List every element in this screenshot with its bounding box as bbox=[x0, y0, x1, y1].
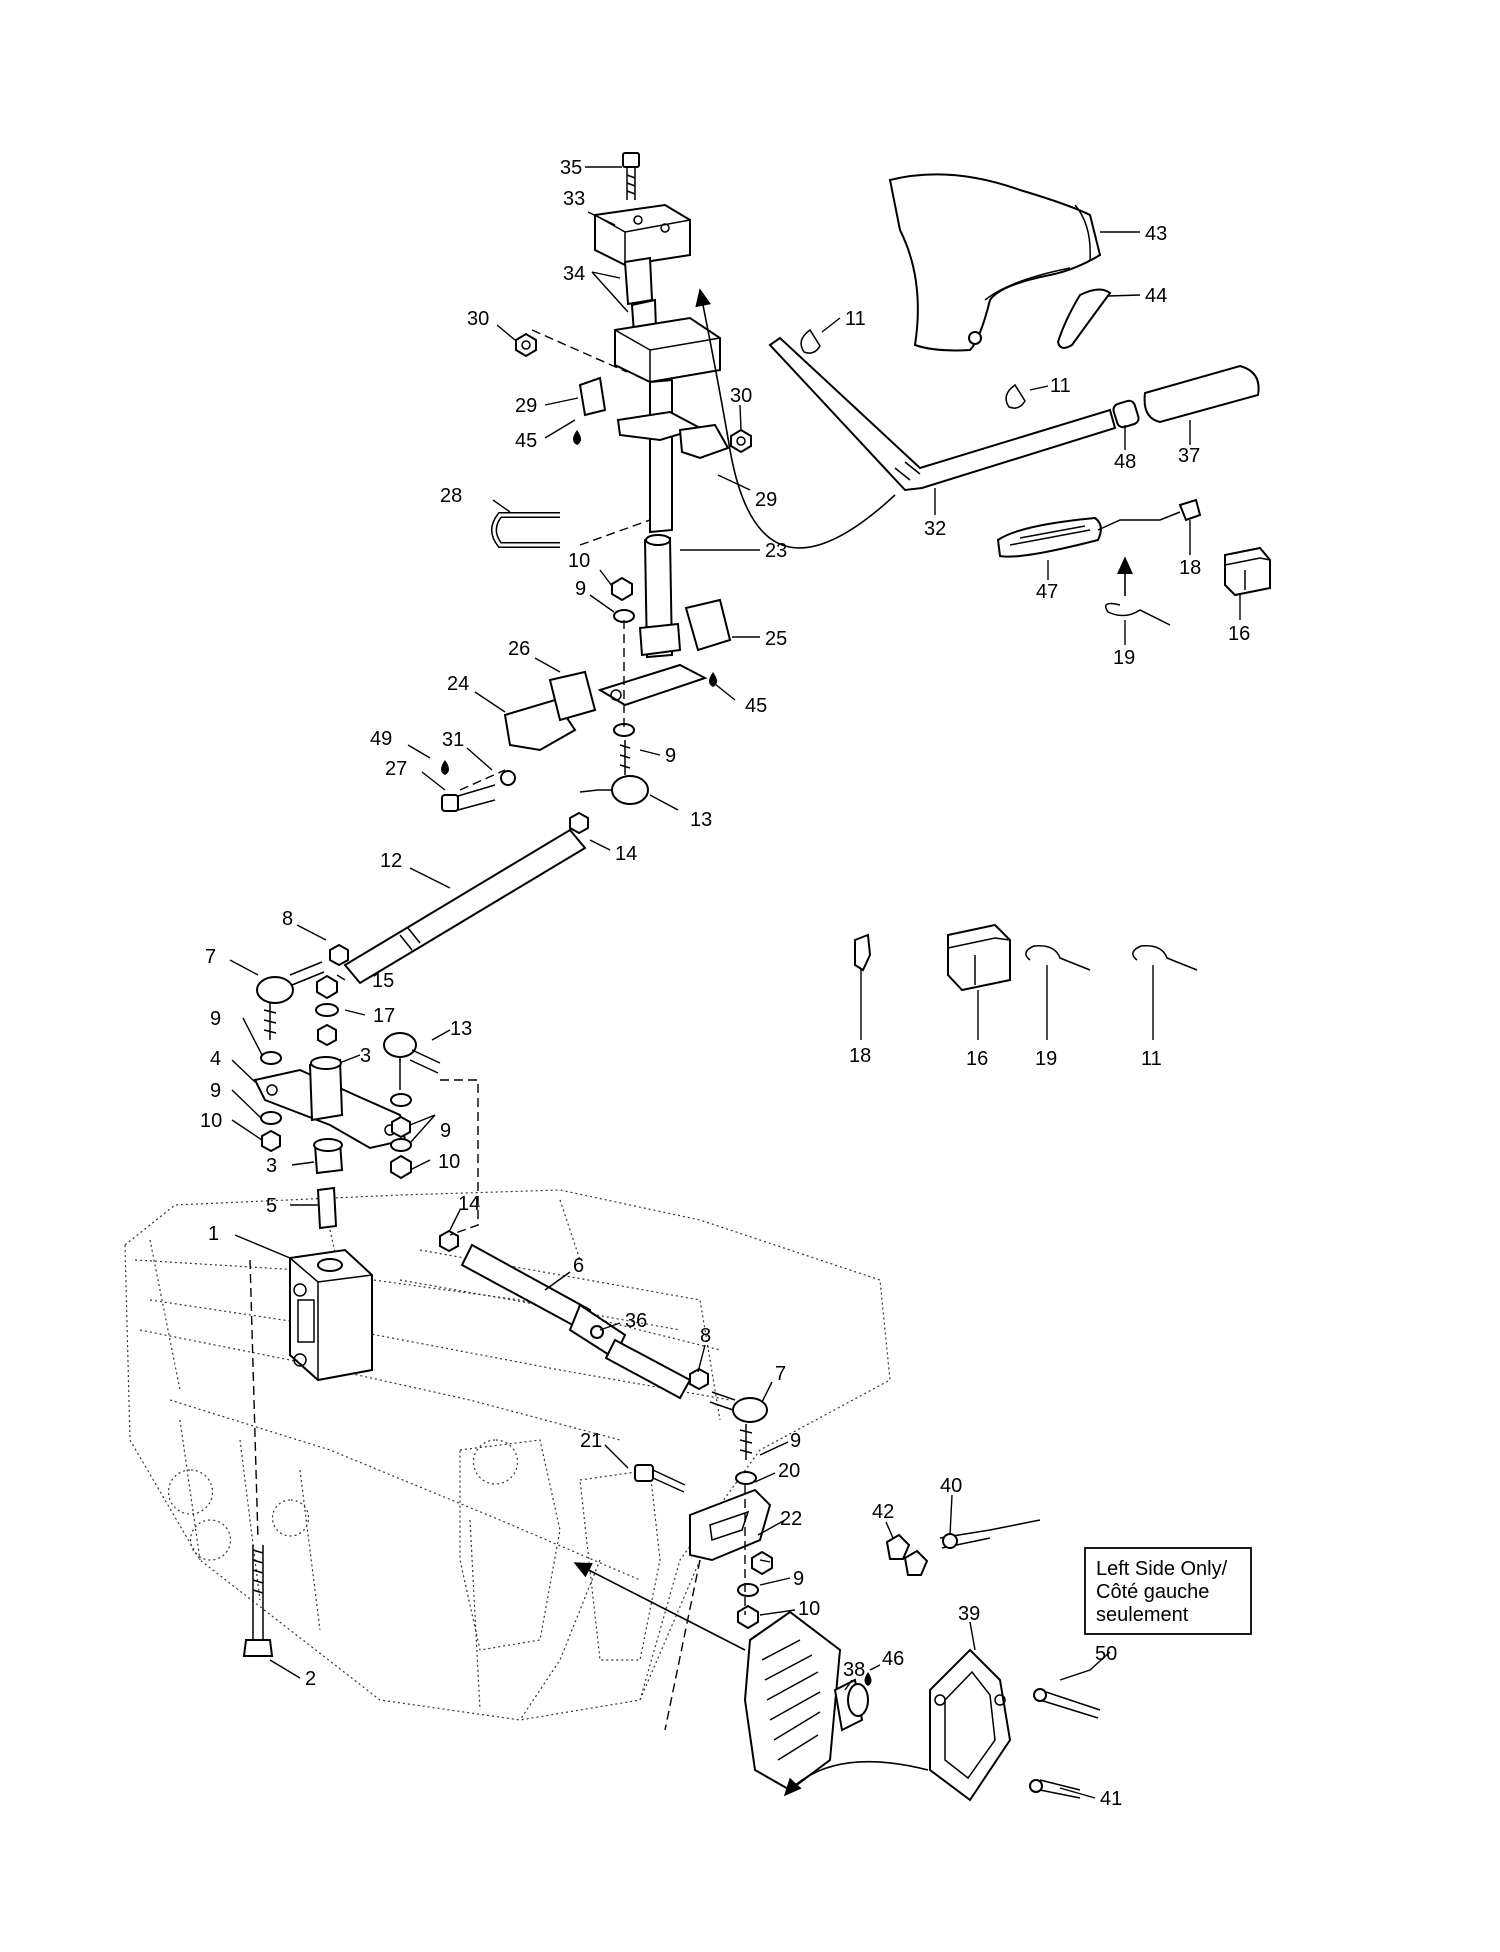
callout-38: 38 bbox=[843, 1659, 865, 1681]
callout-28: 28 bbox=[440, 485, 462, 507]
callout-13: 13 bbox=[450, 1018, 472, 1040]
callout-43: 43 bbox=[1145, 223, 1167, 245]
assembly-lines bbox=[249, 329, 929, 1797]
callout-11: 11 bbox=[1050, 375, 1071, 397]
callout-48: 48 bbox=[1114, 451, 1136, 473]
callout-22: 22 bbox=[780, 1508, 802, 1530]
callout-14: 14 bbox=[615, 843, 637, 865]
callout-36: 36 bbox=[625, 1310, 647, 1332]
tie-rod-upper bbox=[256, 811, 589, 1040]
callout-10: 10 bbox=[568, 550, 590, 572]
callout-50: 50 bbox=[1095, 1643, 1117, 1665]
callout-21: 21 bbox=[580, 1430, 602, 1452]
callout-27: 27 bbox=[385, 758, 407, 780]
callout-5: 5 bbox=[266, 1195, 277, 1217]
callout-23: 23 bbox=[765, 540, 787, 562]
lubricant-symbols bbox=[441, 430, 717, 775]
callout-30: 30 bbox=[730, 385, 752, 407]
callout-45: 45 bbox=[745, 695, 767, 717]
callout-3: 3 bbox=[266, 1155, 277, 1177]
steering-column-assembly bbox=[441, 152, 752, 812]
note-line-2: Côté gauche bbox=[1096, 1581, 1209, 1603]
callout-24: 24 bbox=[447, 673, 469, 695]
callout-12: 12 bbox=[380, 850, 402, 872]
callout-25: 25 bbox=[765, 628, 787, 650]
note-line-3: seulement bbox=[1096, 1604, 1189, 1626]
callout-47: 47 bbox=[1036, 581, 1058, 603]
callout-29: 29 bbox=[515, 395, 537, 417]
note-line-1: Left Side Only/ bbox=[1096, 1558, 1228, 1580]
callout-9: 9 bbox=[790, 1430, 801, 1452]
callout-3: 3 bbox=[360, 1045, 371, 1067]
callout-19: 19 bbox=[1113, 647, 1135, 669]
component-legend bbox=[854, 923, 1198, 992]
callout-29: 29 bbox=[755, 489, 777, 511]
callout-49: 49 bbox=[370, 728, 392, 750]
callout-32: 32 bbox=[924, 518, 946, 540]
callout-15: 15 bbox=[372, 970, 394, 992]
callout-1: 1 bbox=[208, 1223, 219, 1245]
left-side-only-note-box bbox=[1084, 1547, 1252, 1635]
drop-icon bbox=[573, 430, 581, 445]
tie-rod-lower bbox=[439, 1229, 773, 1630]
callout-2: 2 bbox=[305, 1668, 316, 1690]
pitman-arm-assembly bbox=[253, 974, 441, 1230]
callout-41: 41 bbox=[1100, 1788, 1122, 1810]
callout-34: 34 bbox=[563, 263, 585, 285]
callout-10: 10 bbox=[438, 1151, 460, 1173]
callout-9: 9 bbox=[575, 578, 586, 600]
callout-18: 18 bbox=[849, 1045, 871, 1067]
callout-8: 8 bbox=[282, 908, 293, 930]
callout-31: 31 bbox=[442, 729, 464, 751]
callout-17: 17 bbox=[373, 1005, 395, 1027]
callout-37: 37 bbox=[1178, 445, 1200, 467]
bolt-long bbox=[242, 1545, 274, 1657]
callout-18: 18 bbox=[1179, 557, 1201, 579]
callout-9: 9 bbox=[210, 1008, 221, 1030]
callout-6: 6 bbox=[573, 1255, 584, 1277]
callout-9: 9 bbox=[793, 1568, 804, 1590]
steering-support bbox=[289, 1248, 373, 1382]
drop-icon bbox=[441, 760, 449, 775]
callout-26: 26 bbox=[508, 638, 530, 660]
callout-16: 16 bbox=[1228, 623, 1250, 645]
callout-39: 39 bbox=[958, 1603, 980, 1625]
callout-11: 11 bbox=[1141, 1048, 1162, 1070]
steering-boot-assembly bbox=[743, 1519, 1101, 1802]
callout-13: 13 bbox=[690, 809, 712, 831]
callout-7: 7 bbox=[205, 946, 216, 968]
callout-labels: 35 33 34 30 29 45 30 29 28 23 10 9 25 26… bbox=[200, 157, 1250, 1810]
callout-46: 46 bbox=[882, 1648, 904, 1670]
callout-16: 16 bbox=[966, 1048, 988, 1070]
handlebar-assembly bbox=[695, 173, 1271, 626]
callout-9: 9 bbox=[665, 745, 676, 767]
callout-40: 40 bbox=[940, 1475, 962, 1497]
callout-9: 9 bbox=[210, 1080, 221, 1102]
callout-35: 35 bbox=[560, 157, 582, 179]
callout-4: 4 bbox=[210, 1048, 221, 1070]
callout-9: 9 bbox=[440, 1120, 451, 1142]
callout-10: 10 bbox=[200, 1110, 222, 1132]
drop-icon bbox=[709, 672, 717, 687]
leader-lines bbox=[229, 166, 1241, 1799]
callout-30: 30 bbox=[467, 308, 489, 330]
callout-7: 7 bbox=[775, 1363, 786, 1385]
callout-33: 33 bbox=[563, 188, 585, 210]
callout-19: 19 bbox=[1035, 1048, 1057, 1070]
callout-45: 45 bbox=[515, 430, 537, 452]
callout-14: 14 bbox=[458, 1193, 480, 1215]
callout-44: 44 bbox=[1145, 285, 1167, 307]
callout-20: 20 bbox=[778, 1460, 800, 1482]
callout-42: 42 bbox=[872, 1501, 894, 1523]
callout-11: 11 bbox=[845, 308, 866, 330]
callout-10: 10 bbox=[798, 1598, 820, 1620]
callout-8: 8 bbox=[700, 1325, 711, 1347]
